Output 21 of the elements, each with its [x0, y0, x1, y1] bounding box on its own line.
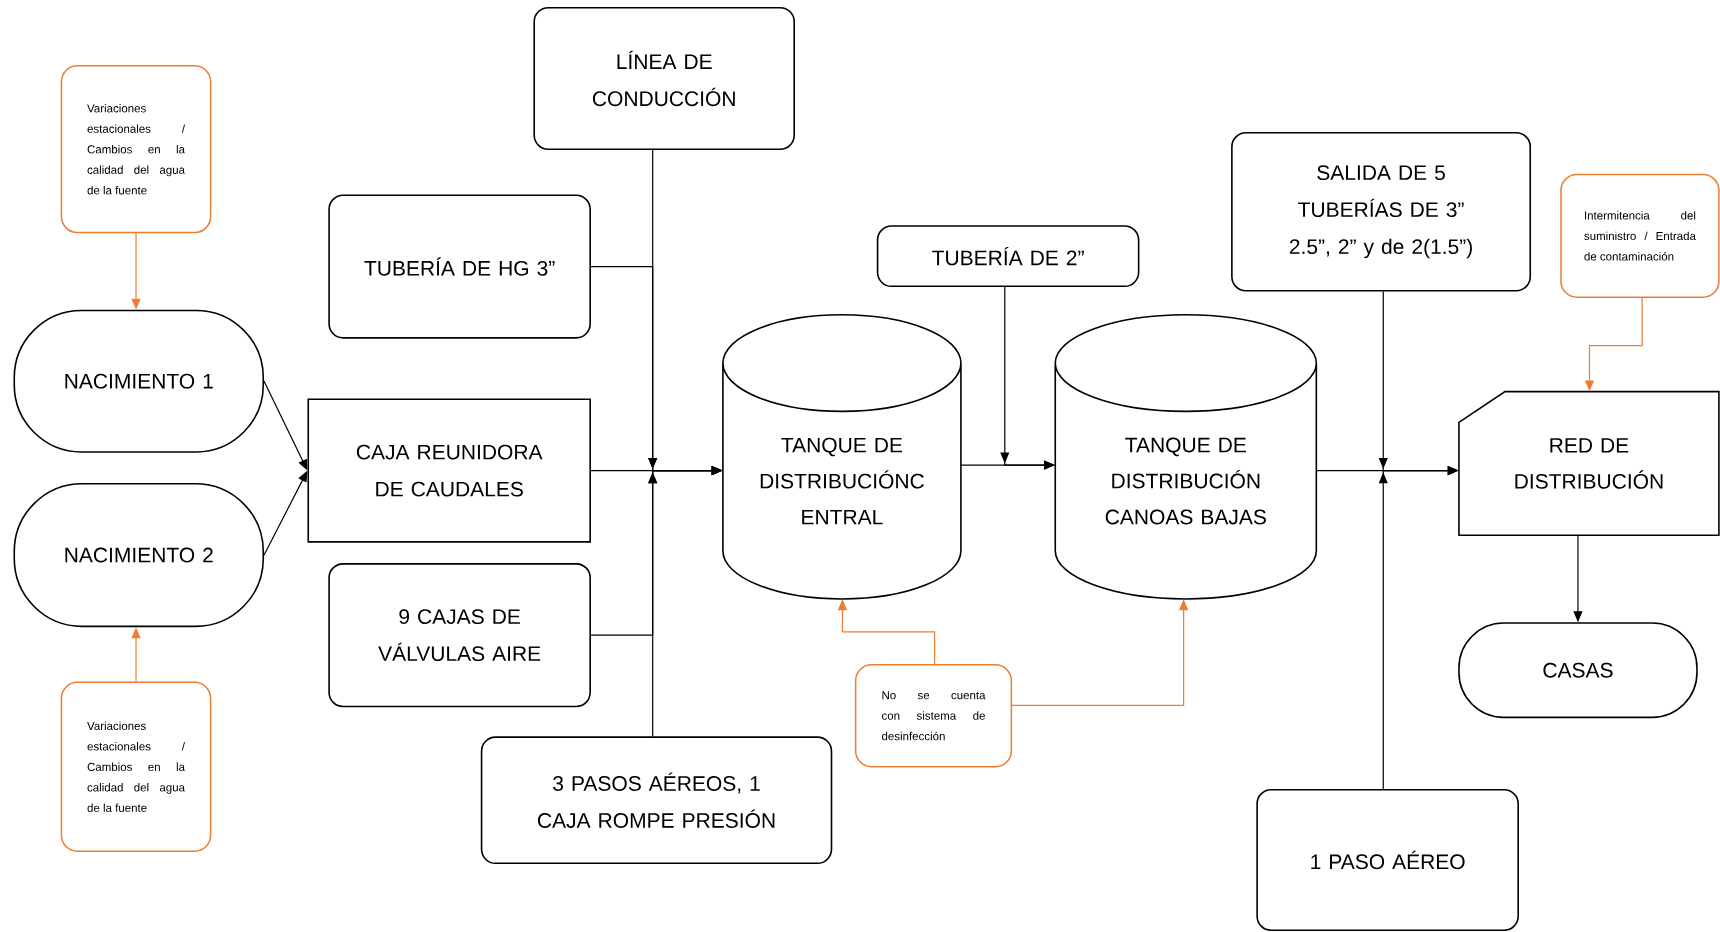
- process-box: CAJA REUNIDORA DE CAUDALES: [307, 398, 591, 543]
- rounded-box: TUBERÍA DE 2”: [876, 225, 1140, 287]
- arrow: [131, 627, 141, 682]
- arrow: [1000, 286, 1055, 470]
- tank-cylinder: TANQUE DE DISTRIBUCIÓN CANOAS BAJAS: [1054, 313, 1318, 600]
- rounded-box: TUBERÍA DE HG 3”: [328, 194, 591, 339]
- terminal-box: CASAS: [1458, 622, 1698, 718]
- tank-cylinder: TANQUE DE DISTRIBUCIÓNC ENTRAL: [722, 313, 962, 600]
- arrow: [837, 599, 936, 665]
- note-box: Variaciones estacionales / Cambios en la calidad del agua de la fuente: [60, 681, 212, 852]
- rounded-box: 1 PASO AÉREO: [1256, 788, 1519, 931]
- note-box: Intermitencia del suministro / Entrada de contaminación: [1560, 173, 1720, 298]
- note-box: Variaciones estacionales / Cambios en la calidad del agua de la fuente: [60, 64, 212, 234]
- terminal-box: NACIMIENTO 1: [13, 309, 265, 453]
- terminal-box: NACIMIENTO 2: [13, 482, 265, 627]
- cut-corner-box: RED DE DISTRIBUCIÓN: [1458, 390, 1720, 536]
- rounded-box: SALIDA DE 5 TUBERÍAS DE 3” 2.5”, 2” y de 2(1.5”): [1231, 131, 1532, 292]
- rounded-box: 9 CAJAS DE VÁLVULAS AIRE: [328, 562, 591, 708]
- rounded-box: LÍNEA DE CONDUCCIÓN: [533, 6, 795, 150]
- rounded-box: 3 PASOS AÉREOS, 1 CAJA ROMPE PRESIÓN: [480, 736, 833, 864]
- note-box: No se cuenta con sistema de desinfección: [854, 663, 1013, 768]
